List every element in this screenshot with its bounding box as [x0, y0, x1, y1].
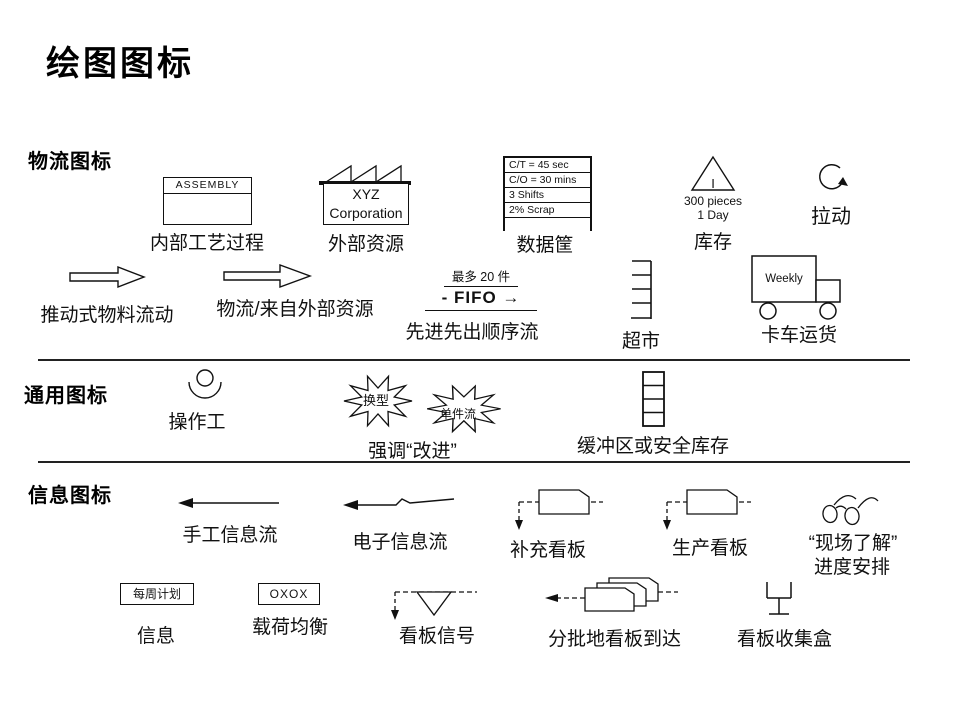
production-kanban-icon	[663, 489, 751, 530]
section-divider	[38, 359, 910, 361]
data-box-label: 数据筐	[516, 235, 574, 256]
push-flow-label: 推动式物料流动	[40, 305, 174, 326]
fifo-lane-icon: 最多 20 件 - FIFO →	[425, 266, 537, 311]
inventory-triangle-icon	[690, 155, 736, 191]
buffer-stock-label: 缓冲区或安全库存	[577, 436, 730, 457]
manual-info-flow-icon	[178, 498, 279, 508]
withdrawal-kanban-label: 补充看板	[510, 540, 587, 561]
factory-box: XYZ Corporation	[323, 184, 409, 225]
section-heading-general: 通用图标	[24, 385, 108, 407]
kanban-post-icon	[766, 582, 792, 615]
operator-icon	[188, 369, 222, 399]
factory-name-line1: XYZ	[352, 186, 380, 202]
section-heading-logistics: 物流图标	[28, 151, 112, 173]
operator-label: 操作工	[168, 412, 226, 433]
fifo-text: - FIFO →	[425, 288, 537, 311]
production-kanban-label: 生产看板	[672, 538, 749, 559]
kanban-post-label: 看板收集盒	[737, 629, 833, 650]
electronic-info-flow-icon	[343, 498, 455, 510]
data-box-row: 3 Shifts	[505, 188, 590, 203]
data-box-row: 2% Scrap	[505, 203, 590, 218]
manual-info-flow-label: 手工信息流	[182, 525, 278, 546]
factory-name-line2: Corporation	[329, 205, 403, 221]
inventory-quantity: 300 pieces	[683, 194, 743, 208]
process-label: 内部工艺过程	[149, 233, 264, 254]
section-divider	[38, 461, 910, 463]
kanban-signal-label: 看板信号	[399, 626, 476, 647]
load-leveling-label: 载荷均衡	[252, 617, 329, 638]
weekly-plan-box: 每周计划	[120, 583, 194, 605]
process-box-title: ASSEMBLY	[164, 178, 251, 194]
outside-source-label: 外部资源	[328, 234, 405, 255]
truck-icon	[751, 255, 841, 320]
buffer-stock-icon	[642, 371, 665, 427]
go-see-label-line2: 进度安排	[814, 557, 891, 578]
fifo-label: 先进先出顺序流	[405, 322, 539, 343]
factory-roof-icon	[319, 164, 411, 185]
withdrawal-kanban-icon	[515, 489, 603, 530]
data-box-row: C/O = 30 mins	[505, 173, 590, 188]
data-box-row: C/T = 45 sec	[505, 158, 590, 173]
external-flow-label: 物流/来自外部资源	[216, 299, 374, 320]
data-box-icon: C/T = 45 sec C/O = 30 mins 3 Shifts 2% S…	[503, 156, 592, 231]
kanban-signal-icon	[391, 591, 477, 620]
kaizen-burst1-text: 换型	[362, 393, 389, 408]
fifo-word: FIFO	[453, 288, 497, 307]
info-label: 信息	[137, 626, 176, 647]
go-see-label-line1: “现场了解”	[808, 533, 898, 554]
load-leveling-box: OXOX	[258, 583, 320, 605]
supermarket-icon	[631, 260, 652, 319]
kaizen-label: 强调“改进”	[368, 441, 457, 462]
process-box-icon: ASSEMBLY	[163, 177, 252, 225]
inventory-period: 1 Day	[697, 208, 729, 222]
supermarket-label: 超市	[622, 331, 661, 352]
truck-label: 卡车运货	[761, 325, 838, 346]
fifo-dash: -	[441, 288, 449, 307]
pull-label: 拉动	[811, 206, 851, 228]
go-see-glasses-icon	[822, 494, 879, 526]
inventory-label: 库存	[694, 232, 733, 253]
fifo-arrow: →	[502, 288, 521, 307]
external-flow-arrow-icon	[223, 263, 313, 289]
batch-kanban-label: 分批地看板到达	[548, 629, 682, 650]
pull-arrow-icon	[819, 163, 848, 190]
inventory-symbol: I	[711, 176, 715, 191]
kaizen-burst2-text: 单件流	[439, 407, 476, 421]
truck-frequency-text: Weekly	[765, 273, 803, 285]
section-heading-information: 信息图标	[28, 485, 112, 507]
electronic-info-flow-label: 电子信息流	[352, 532, 448, 553]
batch-kanban-icon	[545, 577, 678, 612]
page-title: 绘图图标	[46, 45, 194, 83]
fifo-max-text: 最多 20 件	[443, 266, 519, 287]
push-arrow-icon	[69, 265, 146, 289]
